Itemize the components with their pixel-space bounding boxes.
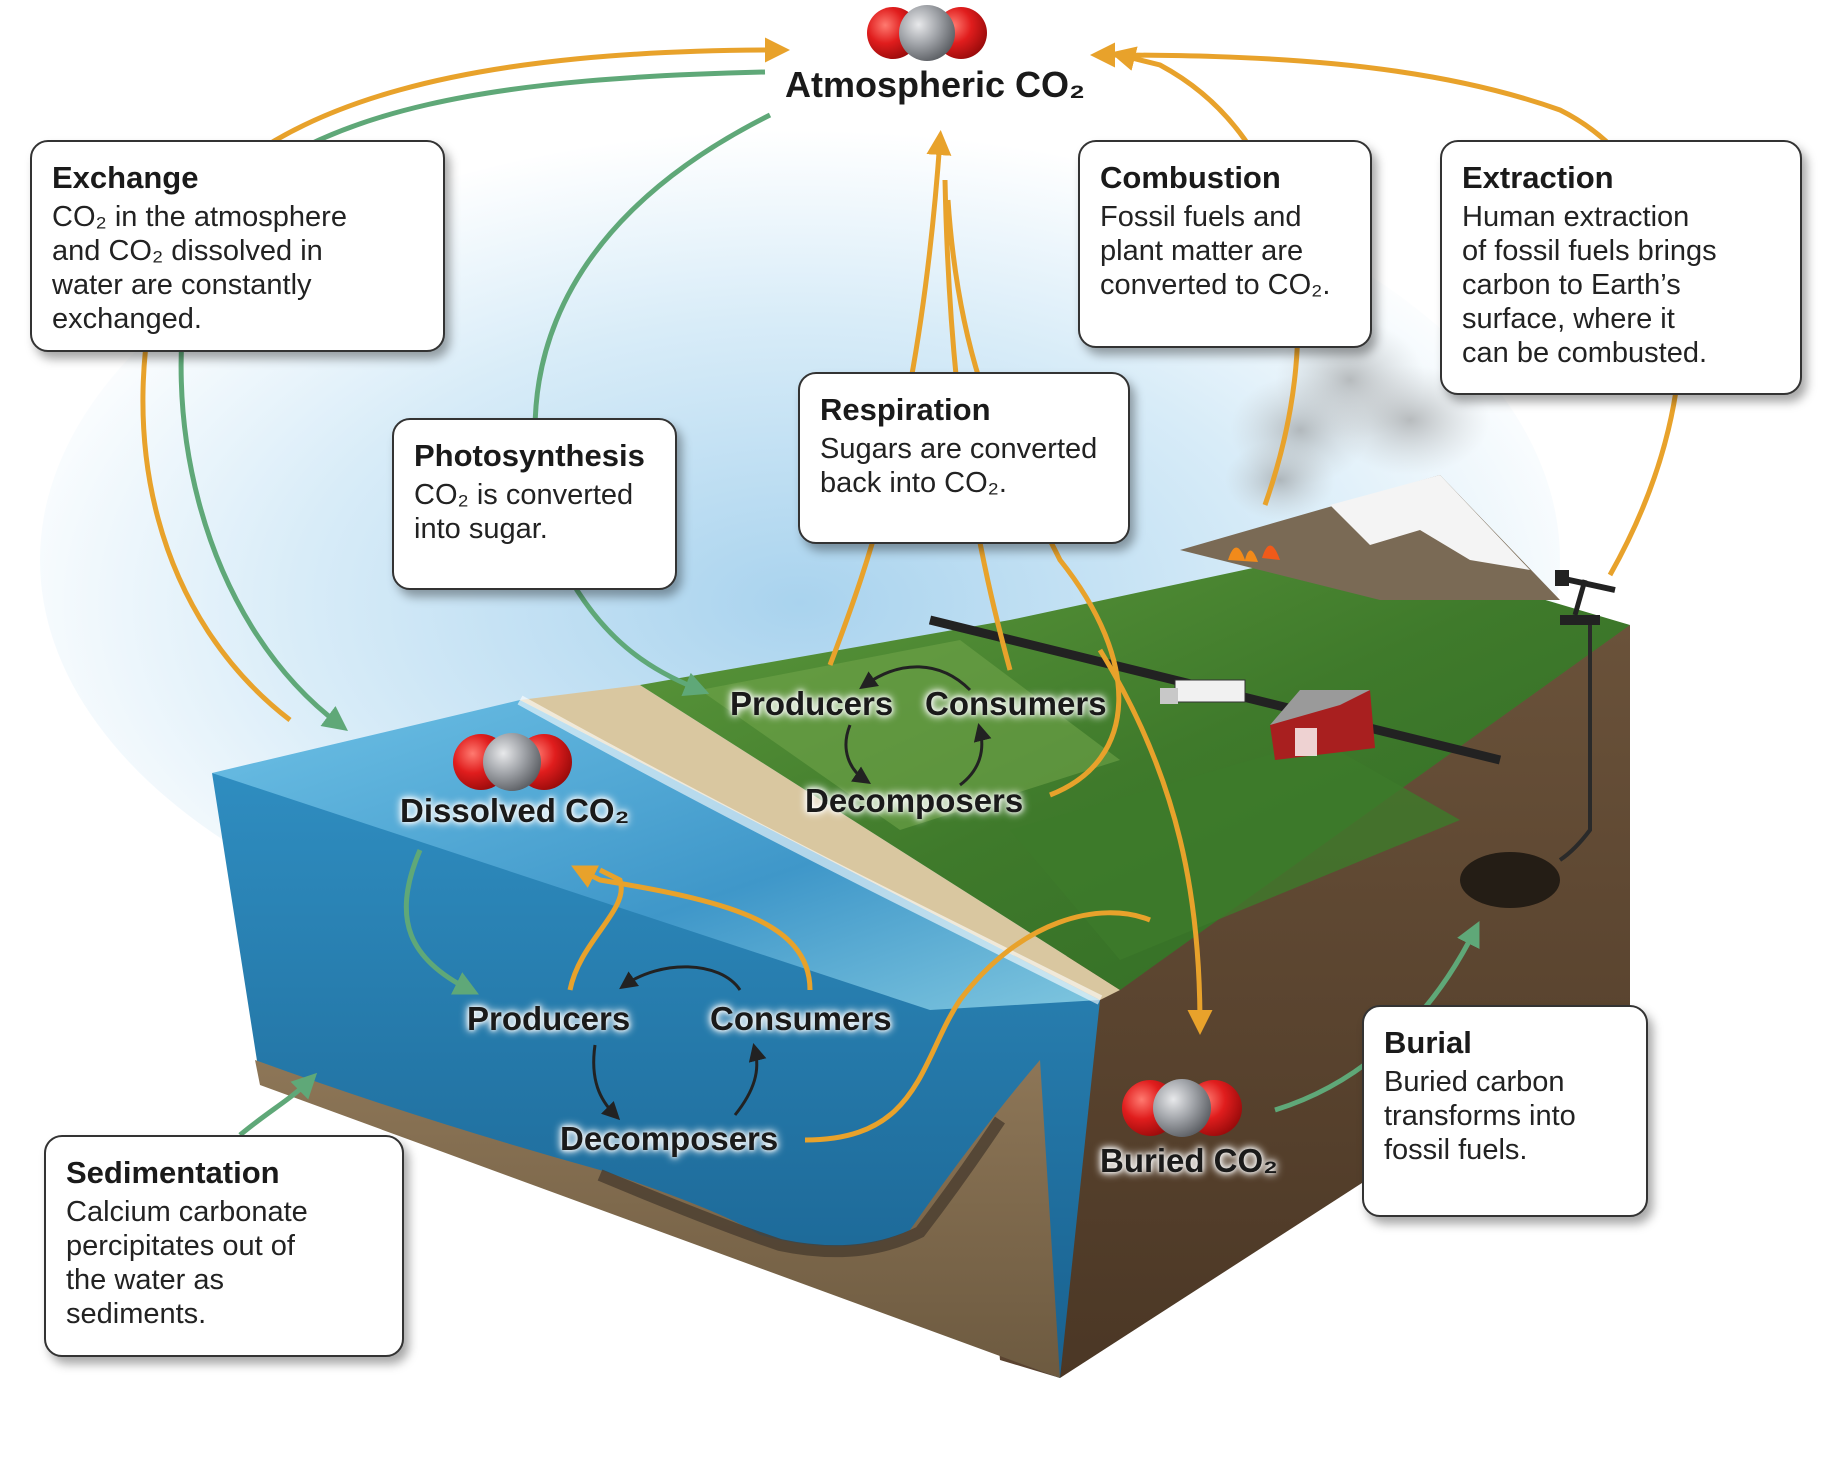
truck [1160, 679, 1246, 704]
orchard [1010, 740, 1460, 960]
land-decomposers-label: Decomposers [805, 782, 1024, 819]
respiration-arrow-3 [945, 199, 1122, 798]
land-to-buried-arrow [1097, 648, 1213, 1035]
snow-cap [1330, 475, 1530, 570]
sediment-layer [255, 1060, 1060, 1378]
land-consumers-label: Consumers [925, 685, 1107, 722]
burial-text: Buried carbon transforms into fossil fue… [1384, 1066, 1576, 1166]
photosynthesis-text: CO₂ is converted into sugar. [414, 479, 634, 545]
oil-reservoir [1460, 852, 1560, 908]
beach [520, 685, 1120, 1000]
dissolved-co2-label: Dissolved CO₂ [400, 792, 630, 829]
land-cycle-arrow-top [859, 665, 972, 692]
burial-callout: Burial Buried carbon transforms into fos… [1362, 1005, 1648, 1217]
ocean-respiration-arrow-2 [571, 865, 813, 991]
soil-side [1060, 625, 1630, 1378]
sedimentation-callout: Sedimentation Calcium carbonate percipit… [44, 1135, 404, 1357]
dissolved-to-producers-arrow [403, 849, 479, 995]
land-cycle-arrow-left [844, 724, 871, 784]
ocean-cycle-arrow-top [619, 965, 742, 991]
respiration-text: Sugars are converted back into CO₂. [820, 433, 1098, 499]
dissolved-co2-molecule [453, 733, 572, 791]
exchange-callout: Exchange CO₂ in the atmosphere and CO₂ d… [30, 140, 445, 352]
ocean-to-buried-arrow [804, 910, 1151, 1143]
smoke-plume [1225, 320, 1490, 520]
farm-fields [700, 640, 1120, 830]
ocean-decomposers-label: Decomposers [560, 1120, 779, 1157]
ocean-cycle-arrow-left [592, 1044, 621, 1121]
sedimentation-text: Calcium carbonate percipitates out of th… [66, 1196, 308, 1330]
surf-line [517, 695, 1103, 1005]
buried-co2-molecule [1122, 1079, 1242, 1137]
extraction-callout: Extraction Human extraction of fossil fu… [1440, 140, 1802, 395]
extraction-arrow [1090, 42, 1684, 577]
respiration-title: Respiration [820, 392, 991, 427]
oil-pump-icon [1555, 570, 1616, 625]
ocean-producers-label: Producers [467, 1000, 631, 1037]
atmospheric-co2-label: Atmospheric CO₂ [784, 64, 1086, 105]
ocean-front-face [212, 773, 1100, 1378]
sedimentation-arrow [238, 1072, 318, 1137]
combustion-title: Combustion [1100, 160, 1281, 195]
photosynthesis-title: Photosynthesis [414, 438, 645, 473]
combustion-callout: Combustion Fossil fuels and plant matter… [1078, 140, 1372, 348]
buried-co2-label: Buried CO₂ [1100, 1142, 1278, 1179]
photosynthesis-callout: Photosynthesis CO₂ is converted into sug… [392, 418, 677, 590]
seafloor-rock [597, 1116, 1005, 1258]
exchange-title: Exchange [52, 160, 199, 195]
ocean-surface [212, 700, 1100, 1010]
respiration-callout: Respiration Sugars are converted back in… [798, 372, 1130, 544]
ocean-cycle-arrow-right [733, 1043, 767, 1116]
burial-title: Burial [1384, 1025, 1472, 1060]
extraction-title: Extraction [1462, 160, 1614, 195]
oil-well-pipe [1558, 625, 1592, 862]
sedimentation-title: Sedimentation [66, 1155, 280, 1190]
ocean-consumers-label: Consumers [710, 1000, 892, 1037]
barn [1270, 690, 1375, 760]
combustion-text: Fossil fuels and plant matter are conver… [1100, 201, 1331, 301]
exchange-text: CO₂ in the atmosphere and CO₂ dissolved … [52, 201, 347, 335]
atmospheric-co2-molecule [867, 5, 987, 61]
fire-icon [1228, 545, 1280, 562]
land-cycle-arrow-right [959, 723, 992, 787]
extraction-text: Human extraction of fossil fuels brings … [1462, 201, 1717, 369]
land-producers-label: Producers [730, 685, 894, 722]
